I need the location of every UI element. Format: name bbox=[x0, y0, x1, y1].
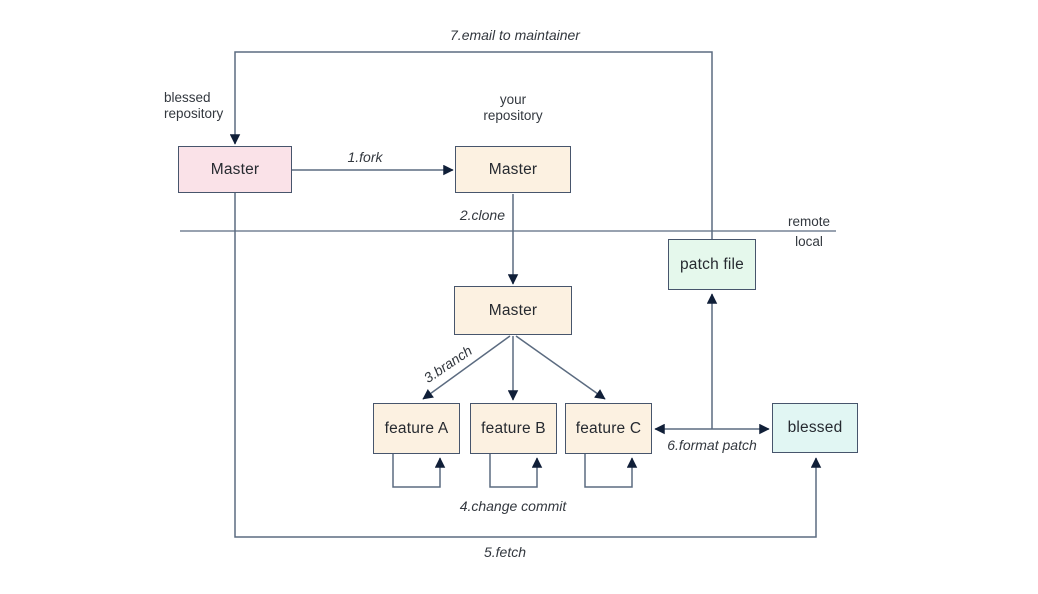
edge-email-to-maintainer bbox=[229, 51, 713, 239]
box-your-master: Master bbox=[455, 146, 571, 193]
label-remote: remote bbox=[787, 214, 831, 229]
label-blessed-repository: blessed repository bbox=[164, 90, 224, 121]
box-feature-c: feature C bbox=[565, 403, 652, 454]
edge-commit-loop-b bbox=[489, 454, 543, 488]
label-step-change-commit: 4.change commit bbox=[459, 498, 567, 514]
box-blessed-master: Master bbox=[178, 146, 292, 193]
label-your-repository: your repository bbox=[483, 92, 543, 123]
label-step-fetch: 5.fetch bbox=[483, 544, 527, 560]
label-step-clone: 2.clone bbox=[459, 207, 505, 223]
box-local-master: Master bbox=[454, 286, 572, 335]
box-feature-a: feature A bbox=[373, 403, 460, 454]
edge-branch-feature-c bbox=[515, 335, 606, 400]
edge-branch-feature-a bbox=[422, 335, 511, 400]
edge-fetch bbox=[234, 193, 822, 538]
edge-commit-loop-c bbox=[584, 454, 638, 488]
label-step-email: 7.email to maintainer bbox=[450, 27, 580, 43]
box-patch-file: patch file bbox=[668, 239, 756, 290]
box-feature-b: feature B bbox=[470, 403, 557, 454]
edge-commit-loop-a bbox=[392, 454, 446, 488]
label-step-fork: 1.fork bbox=[347, 149, 383, 165]
label-local: local bbox=[795, 234, 823, 249]
label-step-format-patch: 6.format patch bbox=[667, 437, 757, 453]
box-blessed-branch: blessed bbox=[772, 403, 858, 453]
